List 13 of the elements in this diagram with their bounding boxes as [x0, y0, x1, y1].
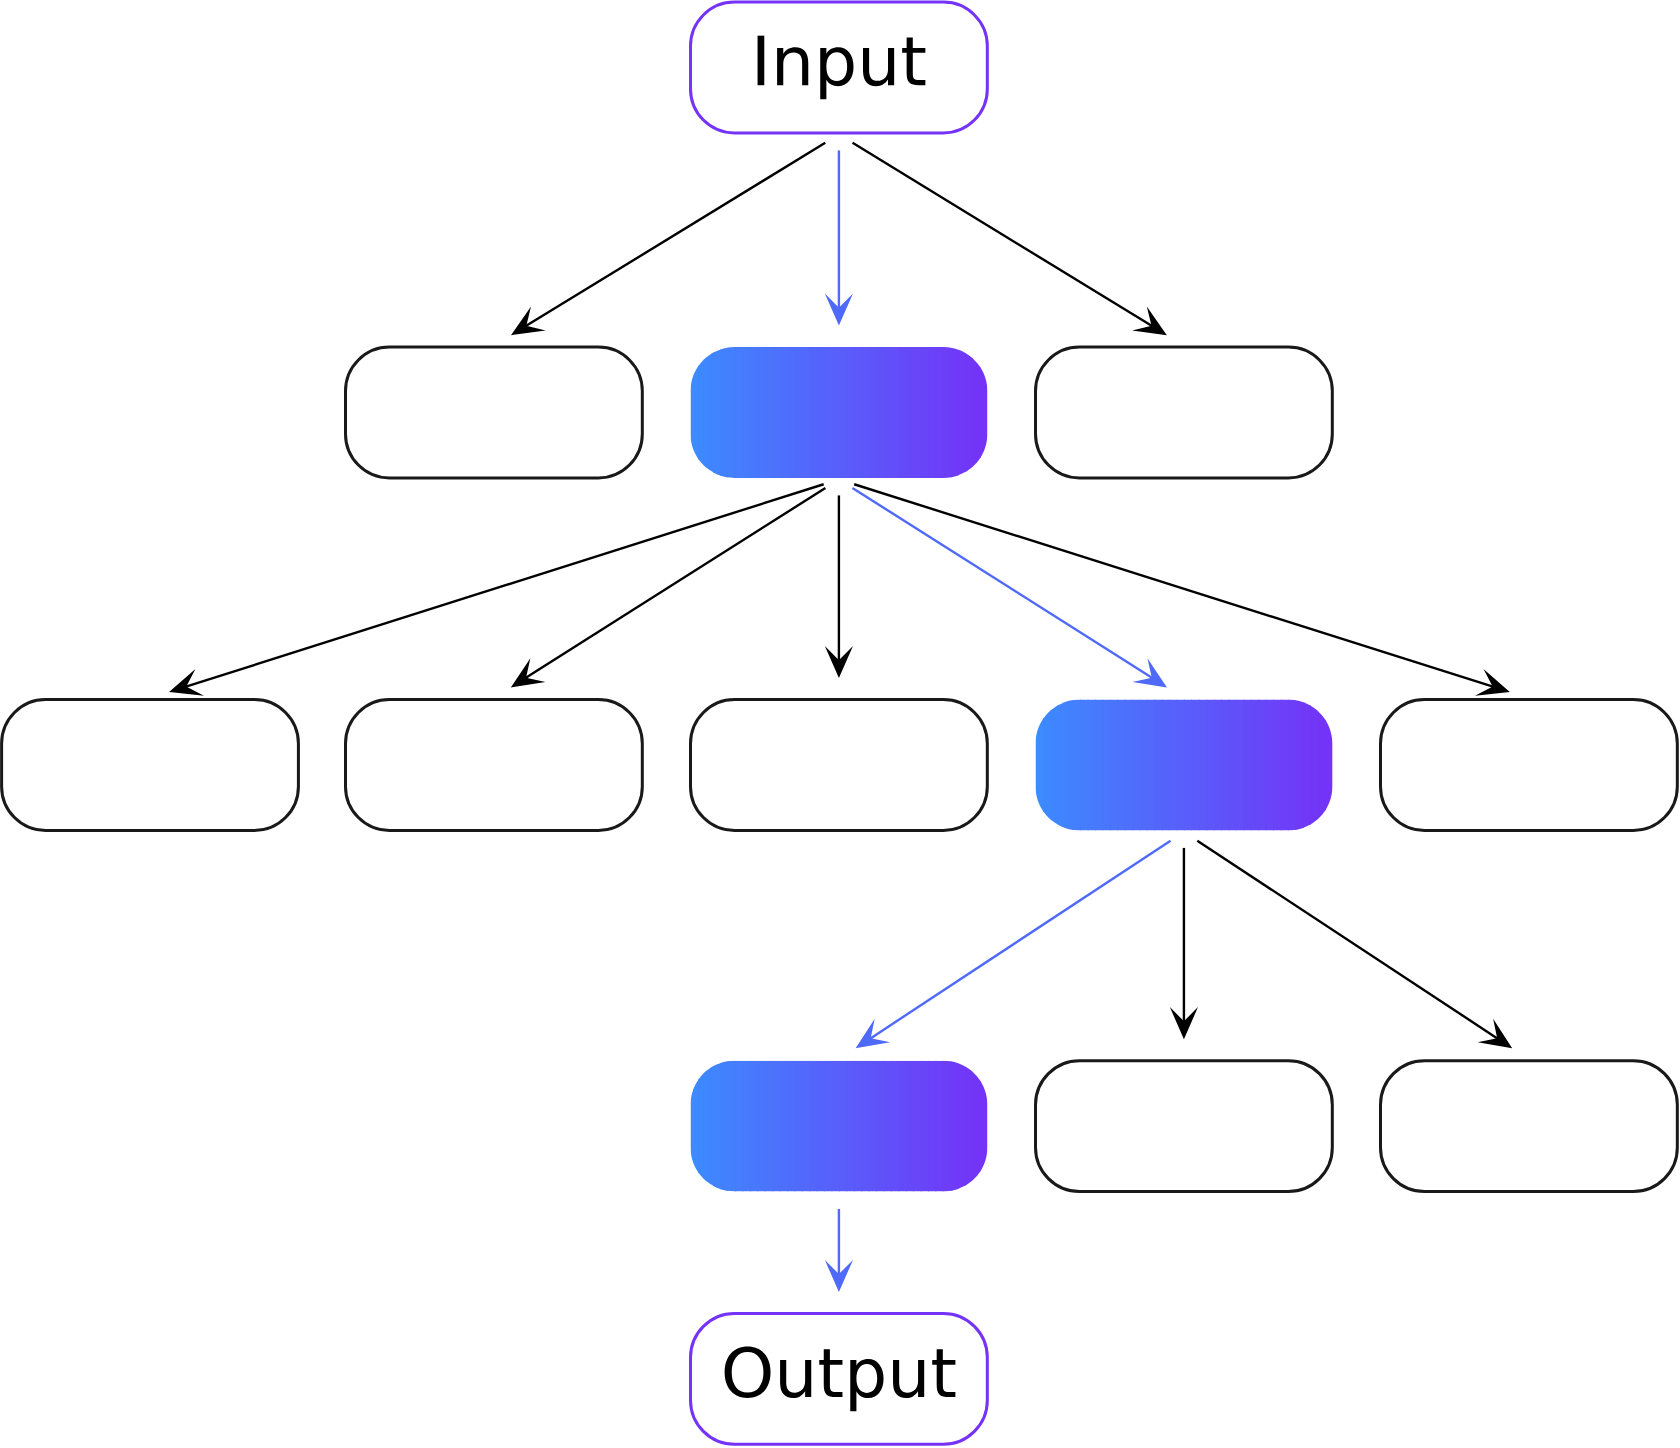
process-box — [344, 698, 644, 832]
process-box — [1379, 1059, 1679, 1193]
process-box — [0, 698, 300, 832]
process-box — [1379, 698, 1679, 832]
process-box — [344, 345, 644, 480]
highlighted-box — [690, 347, 988, 478]
process-box — [1034, 1059, 1334, 1193]
terminal-box: Output — [689, 1312, 989, 1446]
process-box — [689, 698, 989, 832]
highlighted-box — [1035, 699, 1333, 831]
terminal-box: Input — [689, 0, 989, 135]
process-box — [1034, 345, 1334, 480]
highlighted-box — [690, 1060, 988, 1192]
